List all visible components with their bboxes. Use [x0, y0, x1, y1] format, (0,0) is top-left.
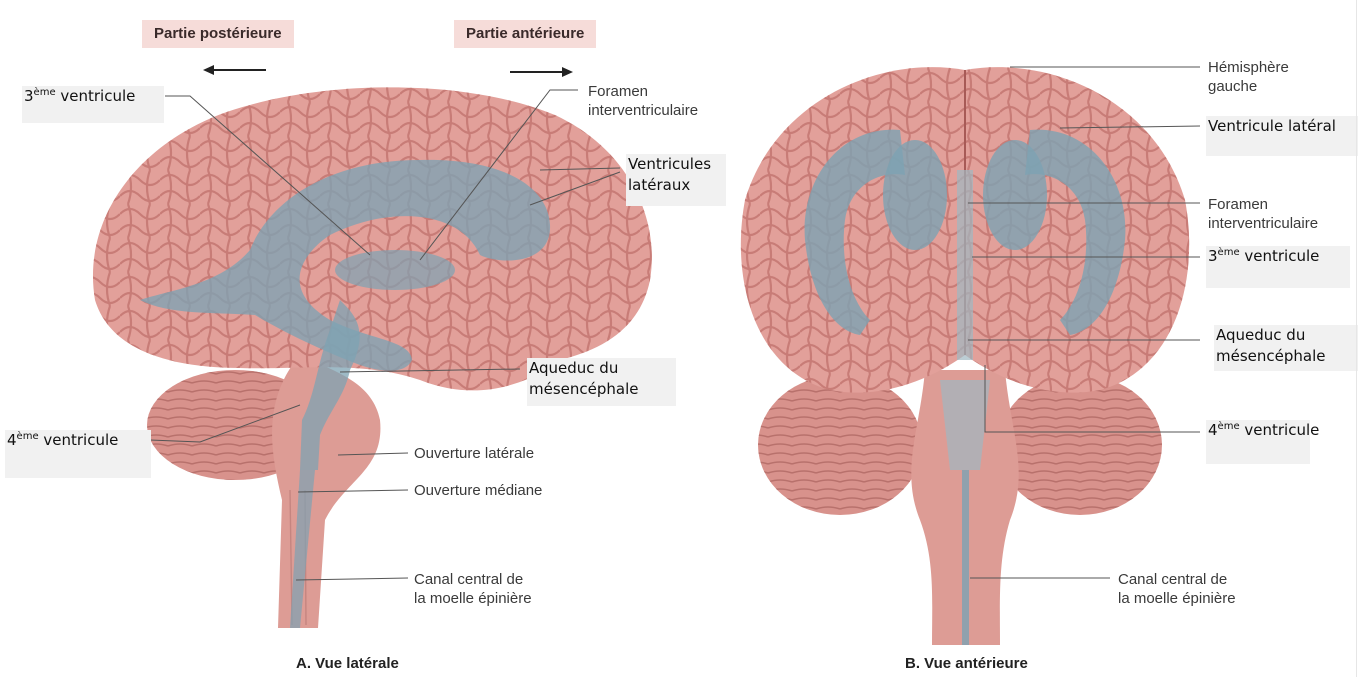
- label-left-hemisphere: Hémisphère gauche: [1208, 58, 1289, 96]
- label-lateral-ventricle-b: Ventricule latéral: [1206, 116, 1358, 156]
- label-fourth-ventricle-a: 4ème ventricule: [5, 430, 151, 478]
- caption-anterior-view: B. Vue antérieure: [905, 655, 1028, 672]
- label-aqueduct-b: Aqueduc du mésencéphale: [1214, 325, 1358, 371]
- anterior-view-brain: [741, 67, 1189, 645]
- anterior-part-tag: Partie antérieure: [454, 20, 596, 48]
- label-lateral-ventricles-a: Ventricules latéraux: [626, 154, 726, 206]
- label-central-canal-a: Canal central de la moelle épinière: [414, 570, 532, 608]
- ordinal-suffix: ème: [1218, 421, 1240, 432]
- label-median-aperture: Ouverture médiane: [414, 481, 542, 500]
- ventricle-word: ventricule: [60, 87, 135, 105]
- label-lateral-aperture: Ouverture latérale: [414, 444, 534, 463]
- label-foramen-b: Foramen interventriculaire: [1208, 195, 1318, 233]
- ventricle-word: ventricule: [1244, 421, 1319, 439]
- ordinal-number: 4: [7, 431, 17, 449]
- label-aqueduct-a: Aqueduc du mésencéphale: [527, 358, 676, 406]
- ventricle-word: ventricule: [43, 431, 118, 449]
- ordinal-suffix: ème: [34, 87, 56, 98]
- label-fourth-ventricle-b: 4ème ventricule: [1206, 420, 1310, 464]
- ordinal-number: 3: [1208, 247, 1218, 265]
- ordinal-suffix: ème: [17, 431, 39, 442]
- direction-arrows: [203, 65, 573, 77]
- label-foramen-a: Foramen interventriculaire: [588, 82, 698, 120]
- label-central-canal-b: Canal central de la moelle épinière: [1118, 570, 1236, 608]
- ventricle-word: ventricule: [1244, 247, 1319, 265]
- caption-lateral-view: A. Vue latérale: [296, 655, 399, 672]
- ordinal-suffix: ème: [1218, 247, 1240, 258]
- label-third-ventricle-b: 3ème ventricule: [1206, 246, 1350, 288]
- ordinal-number: 4: [1208, 421, 1218, 439]
- right-edge-divider: [1356, 0, 1357, 677]
- posterior-part-tag: Partie postérieure: [142, 20, 294, 48]
- ordinal-number: 3: [24, 87, 34, 105]
- label-third-ventricle-a: 3ème ventricule: [22, 86, 164, 123]
